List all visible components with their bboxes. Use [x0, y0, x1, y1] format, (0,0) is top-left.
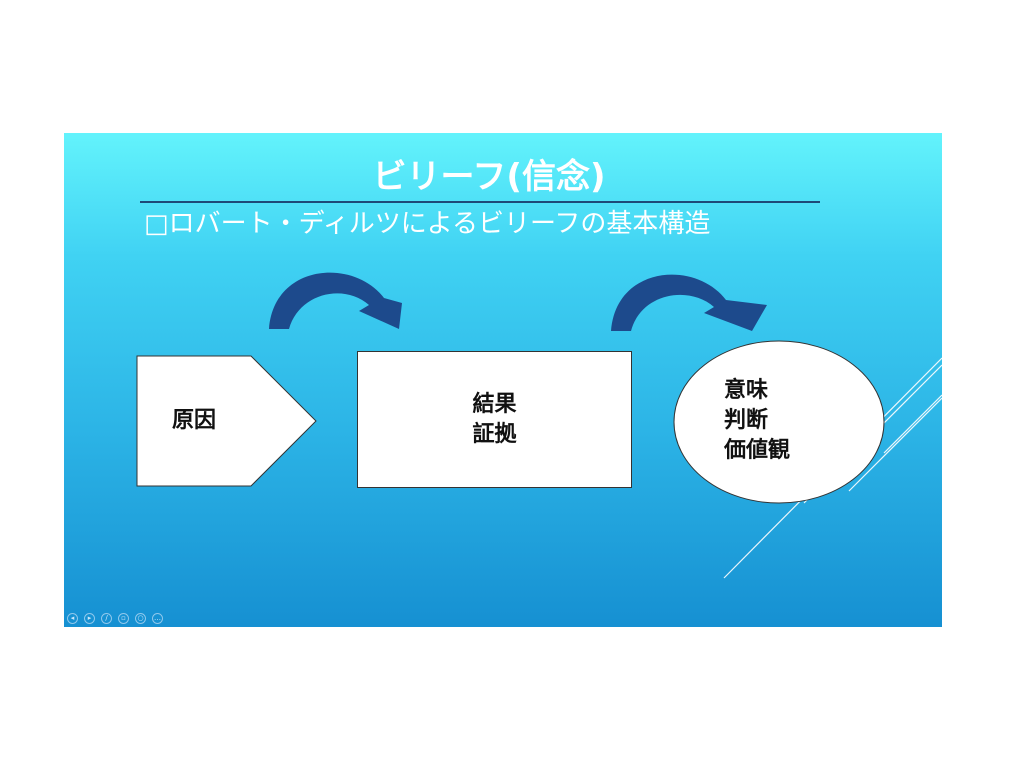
cause-label: 原因: [171, 408, 216, 433]
title-divider: [140, 201, 820, 203]
meaning-line: 判断: [724, 407, 769, 433]
decoration: [136, 272, 942, 579]
result-line: 証拠: [472, 421, 517, 447]
curved-arrow-2: [611, 274, 767, 331]
result-line: 結果: [472, 391, 517, 417]
meaning-ellipse: [673, 340, 885, 504]
curved-arrow-1: [269, 272, 402, 329]
pen-icon[interactable]: /: [101, 613, 112, 624]
previous-icon[interactable]: ◂: [67, 613, 78, 624]
meaning-line: 価値観: [724, 437, 791, 463]
meaning-text: 意味 判断 価値観: [724, 368, 814, 473]
cause-pentagon: [136, 355, 317, 487]
slides-icon[interactable]: ▫: [118, 613, 129, 624]
zoom-icon[interactable]: ○: [135, 613, 146, 624]
slide-title: ビリーフ(信念): [372, 157, 606, 197]
next-icon[interactable]: ▸: [84, 613, 95, 624]
result-box: 結果 証拠: [357, 351, 632, 488]
slide-subtitle: □ロバート・ディルツによるビリーフの基本構造: [144, 209, 711, 239]
more-icon[interactable]: …: [152, 613, 163, 624]
slide: ビリーフ(信念) □ロバート・ディルツによるビリーフの基本構造 原因 結果 証拠…: [64, 133, 942, 627]
meaning-line: 意味: [724, 377, 769, 403]
